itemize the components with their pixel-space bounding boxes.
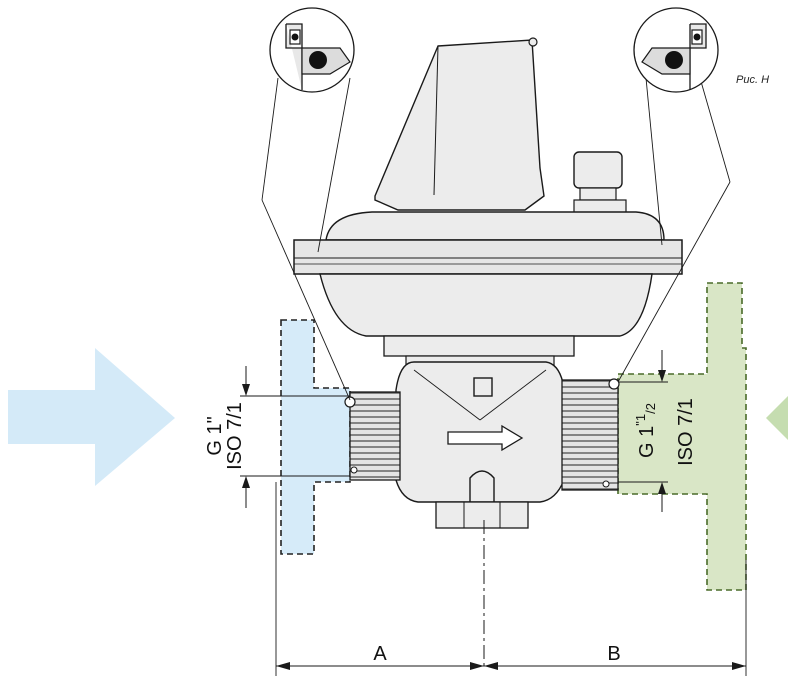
vent-cap (573, 151, 623, 189)
housing-dome (325, 211, 665, 241)
housing-flange (293, 239, 683, 275)
body-flow-arrow-icon (447, 424, 524, 452)
outlet-thread-size: G 1"1/2 (633, 403, 658, 458)
outlet-flow-arrow-icon (766, 396, 788, 440)
seal-detail-icon (633, 7, 719, 93)
inlet-thread (349, 391, 401, 481)
housing-bowl (319, 273, 653, 337)
inlet-thread-standard: ISO 7/1 (224, 402, 246, 470)
svg-text:G 1"1/2: G 1"1/2 (633, 403, 658, 458)
inlet-thread-size: G 1" (204, 416, 226, 455)
seal-detail-icon (269, 7, 355, 93)
figure-label: Рис. Н (736, 74, 770, 86)
outlet-thread-standard: ISO 7/1 (675, 398, 697, 466)
dimension-b-label: B (607, 643, 620, 665)
outlet-pipe (617, 282, 747, 591)
inlet-flow-arrow-icon (8, 348, 175, 486)
outlet-thread (561, 379, 619, 491)
dimension-a-label: A (373, 643, 387, 665)
regulator-cover (374, 39, 545, 211)
inlet-pipe (280, 319, 351, 555)
